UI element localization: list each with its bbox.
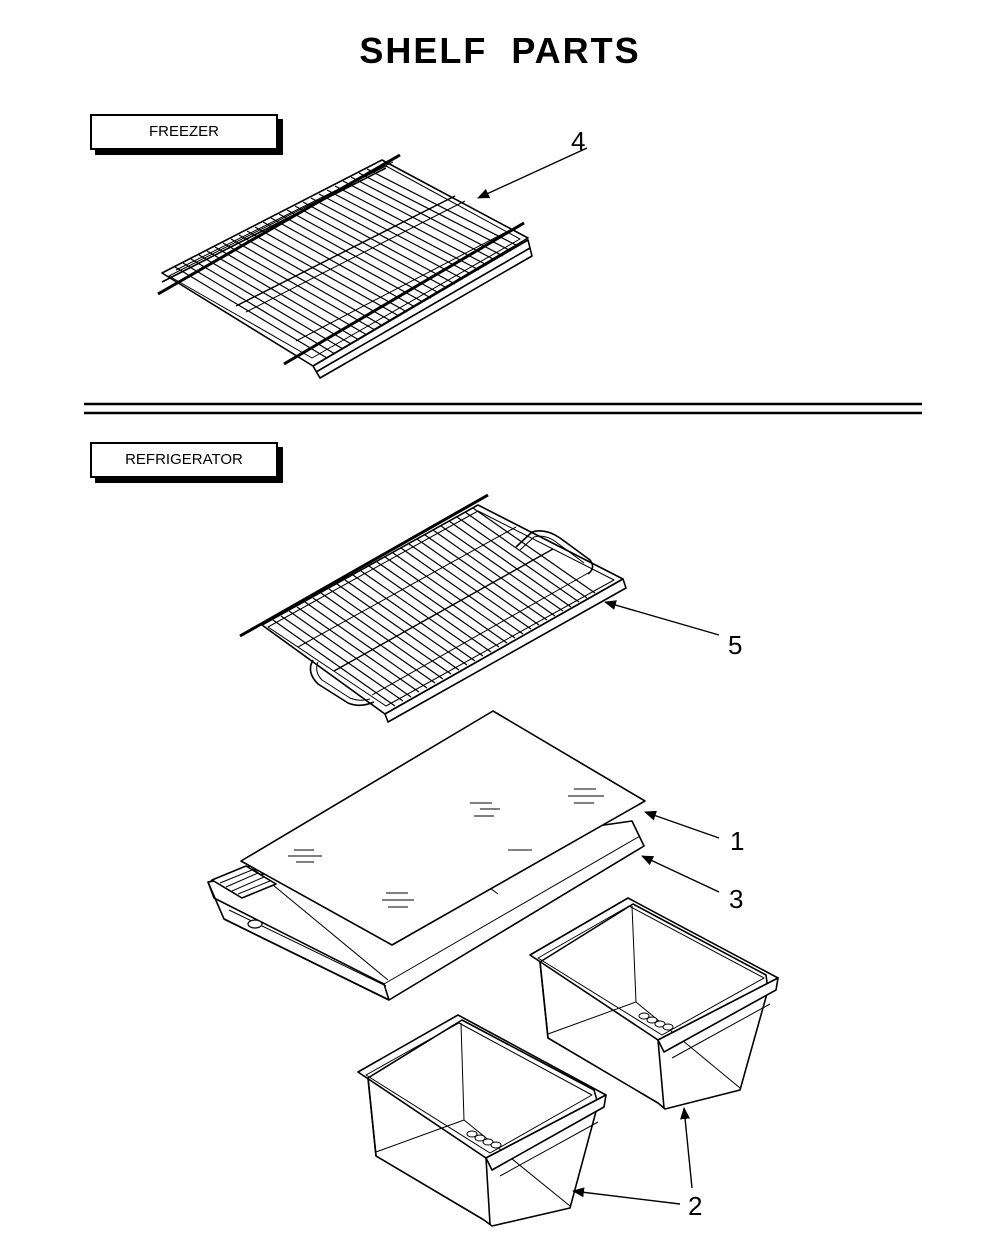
glass-shelf (240, 710, 646, 946)
leader-line-2b (572, 1187, 681, 1205)
freezer-wire-shelf (157, 153, 533, 379)
leader-line-3 (641, 855, 720, 893)
glass-reflection-marks (288, 788, 604, 908)
freezer-shelf-wires (174, 168, 519, 359)
leader-line-2a (680, 1107, 693, 1189)
refrigerator-shelf-wires (272, 507, 596, 707)
refrigerator-section-label: REFRIGERATOR (90, 442, 278, 478)
freezer-section-label: FREEZER (90, 114, 278, 150)
leader-line-5 (604, 600, 720, 636)
callout-1: 1 (730, 826, 745, 856)
callout-2: 2 (688, 1191, 703, 1221)
section-divider (84, 402, 922, 415)
callout-4: 4 (571, 126, 586, 156)
page-title: SHELF PARTS (359, 30, 641, 71)
crisper-pan-rear-vents (638, 1012, 674, 1031)
leader-line-1 (644, 810, 720, 839)
callout-5: 5 (728, 630, 743, 660)
crisper-pan-front-vents (466, 1130, 502, 1149)
callout-3: 3 (729, 884, 744, 914)
leader-line-4 (477, 147, 588, 199)
crisper-pan-front (357, 1014, 607, 1227)
crisper-pan-rear (529, 897, 779, 1110)
refrigerator-wire-shelf (239, 493, 627, 723)
